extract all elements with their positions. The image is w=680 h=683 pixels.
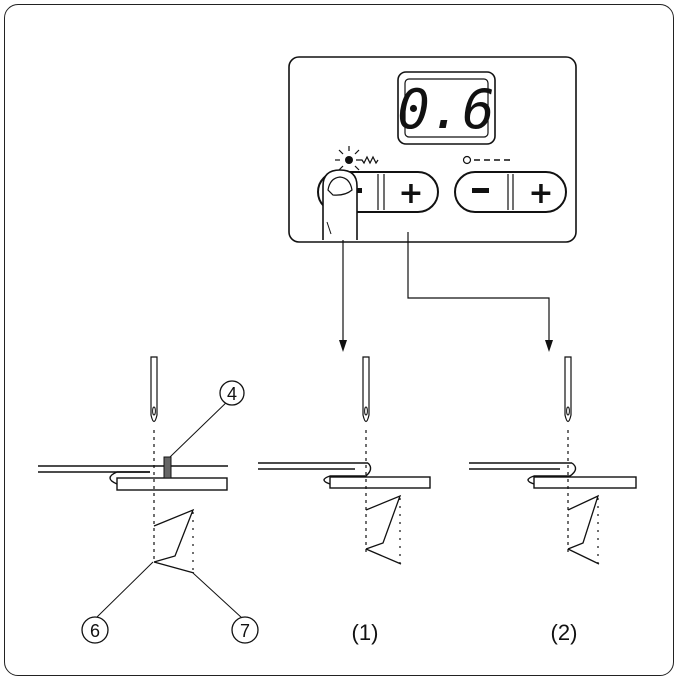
stitch-figure-reference: 4 6 7: [38, 356, 259, 644]
stitch-figure-1: (1): [258, 356, 431, 645]
svg-text:7: 7: [240, 621, 250, 641]
length-adjust-buttons: +: [454, 171, 567, 213]
caption-2: (2): [551, 620, 578, 645]
svg-text:6: 6: [90, 621, 100, 641]
caption-1: (1): [352, 620, 379, 645]
zigzag-width-icon: [335, 146, 379, 171]
svg-text:4: 4: [227, 384, 237, 404]
callout-6: [81, 616, 109, 644]
control-panel: 0.6 +: [288, 56, 577, 243]
straight-stitch-icon: [462, 155, 510, 165]
callout-7: [231, 616, 259, 644]
diagram-frame: [4, 4, 674, 676]
finger-icon: [322, 169, 358, 240]
width-plus-button[interactable]: +: [398, 176, 423, 211]
length-plus-button[interactable]: +: [528, 176, 553, 211]
svg-text:+: +: [528, 176, 553, 211]
length-minus-button[interactable]: [472, 188, 489, 193]
callout-4: [219, 380, 245, 406]
svg-text:+: +: [398, 176, 423, 211]
stitch-figure-2: (2): [469, 356, 637, 645]
arrow-to-1: [339, 240, 347, 352]
stitch-guide: [163, 456, 172, 479]
display-value: 0.6: [397, 78, 495, 141]
arrow-to-2: [407, 232, 553, 352]
stitch-display: 0.6: [397, 71, 496, 145]
